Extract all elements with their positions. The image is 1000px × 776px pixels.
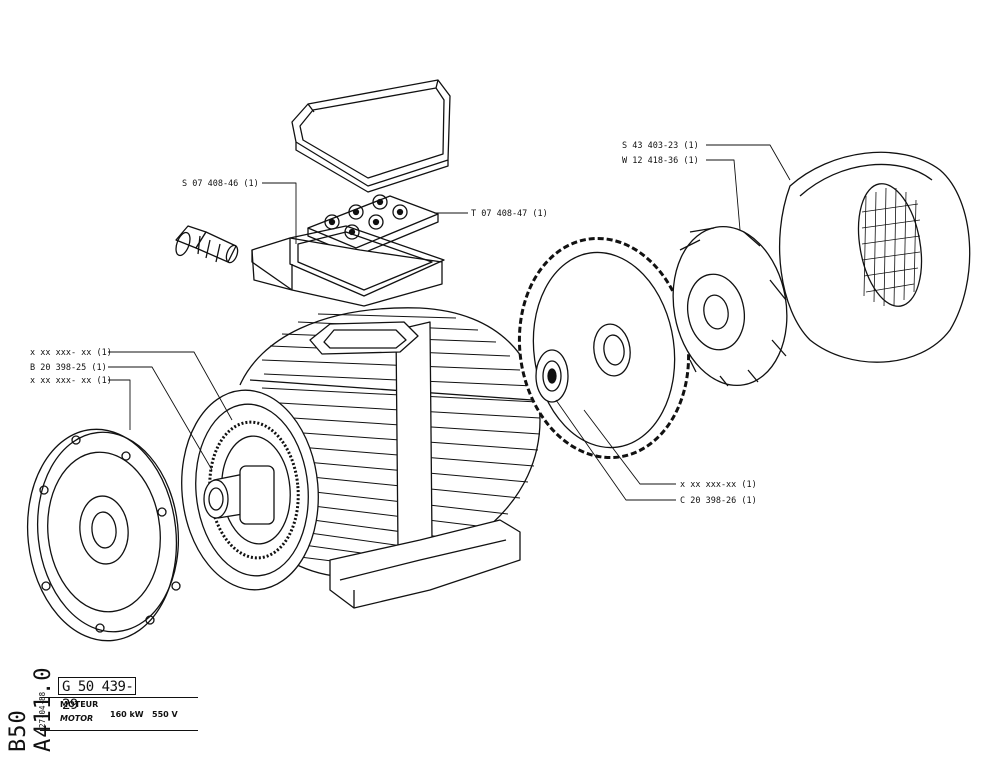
callout-bearing-front-a: x xx xxx- xx (1) — [30, 348, 112, 358]
cable-gland — [175, 225, 239, 264]
rear-bearing — [535, 349, 569, 403]
callout-fan-cover-b: W 12 418-36 (1) — [622, 156, 699, 166]
drawing-date: 27-04-88 — [38, 691, 47, 728]
callout-rear-bearing: C 20 398-26 (1) — [680, 496, 757, 506]
callout-bearing-front-b: B 20 398-25 (1) — [30, 363, 107, 373]
rear-end-shield — [517, 236, 691, 460]
title-bottom-divider — [40, 730, 198, 731]
callout-terminal-board: T 07 408-47 (1) — [471, 209, 548, 219]
motor-shaft — [203, 465, 275, 525]
callout-fan-cover-a: S 43 403-23 (1) — [622, 141, 699, 151]
front-end-shield — [26, 428, 181, 642]
power-rating: 160 kW — [110, 710, 144, 719]
leader-lines — [108, 144, 791, 501]
fan-cover — [778, 151, 971, 363]
terminal-box-cover — [291, 79, 451, 193]
callout-rear-shield: x xx xxx-xx (1) — [680, 480, 757, 490]
drawing-number: G 50 439-29 — [58, 677, 136, 713]
callout-terminal-box-cover: S 07 408-46 (1) — [182, 179, 259, 189]
side-reference-code: B50 A411.0 — [6, 666, 56, 752]
title-divider — [40, 697, 198, 698]
terminal-box-base — [251, 225, 445, 307]
designation-en: MOTOR — [60, 714, 94, 723]
callout-bearing-front-c: x xx xxx- xx (1) — [30, 376, 112, 386]
voltage-rating: 550 V — [152, 710, 178, 719]
cooling-fan — [672, 225, 788, 387]
designation-fr: MOTEUR — [60, 700, 99, 709]
